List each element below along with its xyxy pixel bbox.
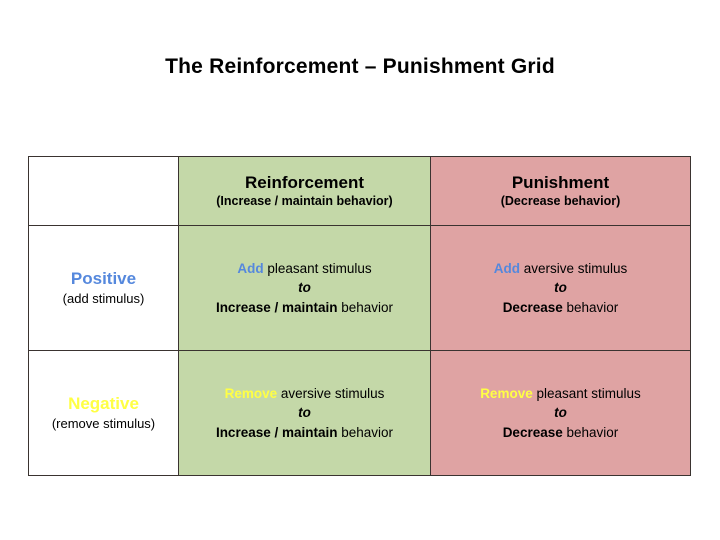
reinforcement-punishment-grid: Reinforcement (Increase / maintain behav… <box>28 156 691 476</box>
row-header-positive-label: Positive <box>70 269 137 289</box>
cell-positive-punishment-effect: Decrease <box>502 299 563 315</box>
cell-negative-punishment-text: Remove pleasant stimulus to Decrease beh… <box>431 384 690 443</box>
row-header-negative-sublabel: (remove stimulus) <box>51 415 156 431</box>
row-header-positive: Positive (add stimulus) <box>28 225 179 351</box>
cell-positive-reinforcement-text: Add pleasant stimulus to Increase / main… <box>179 259 430 318</box>
cell-negative-reinforcement-action: Remove <box>224 385 278 401</box>
cell-positive-reinforcement-action: Add <box>237 260 264 276</box>
cell-positive-punishment-action: Add <box>493 260 520 276</box>
matrix-table: Reinforcement (Increase / maintain behav… <box>28 156 691 476</box>
row-header-negative-label: Negative <box>68 394 139 414</box>
cell-negative-punishment-action: Remove <box>480 385 533 401</box>
cell-negative-punishment: Remove pleasant stimulus to Decrease beh… <box>430 350 691 476</box>
cell-negative-reinforcement-object: aversive stimulus <box>280 385 385 401</box>
cell-negative-punishment-connector: to <box>554 405 567 421</box>
cell-positive-punishment-object: aversive stimulus <box>523 260 628 276</box>
cell-positive-reinforcement: Add pleasant stimulus to Increase / main… <box>178 225 431 351</box>
column-header-punishment: Punishment (Decrease behavior) <box>430 156 691 226</box>
column-header-punishment-title: Punishment <box>511 173 610 193</box>
cell-negative-reinforcement-connector: to <box>298 405 311 421</box>
cell-negative-reinforcement: Remove aversive stimulus to Increase / m… <box>178 350 431 476</box>
cell-negative-punishment-object: pleasant stimulus <box>536 385 641 401</box>
row-header-positive-sublabel: (add stimulus) <box>62 290 145 306</box>
corner-blank-cell <box>28 156 179 226</box>
cell-positive-reinforcement-effect-tail: behavior <box>341 299 394 315</box>
cell-negative-reinforcement-text: Remove aversive stimulus to Increase / m… <box>179 384 430 443</box>
cell-positive-reinforcement-object: pleasant stimulus <box>267 260 372 276</box>
cell-positive-reinforcement-connector: to <box>298 280 311 296</box>
table-row-positive: Positive (add stimulus) Add pleasant sti… <box>28 225 691 351</box>
table-row-headers: Reinforcement (Increase / maintain behav… <box>28 156 691 226</box>
column-header-reinforcement-title: Reinforcement <box>244 173 365 193</box>
row-header-negative: Negative (remove stimulus) <box>28 350 179 476</box>
table-row-negative: Negative (remove stimulus) Remove aversi… <box>28 350 691 476</box>
column-header-reinforcement: Reinforcement (Increase / maintain behav… <box>178 156 431 226</box>
cell-negative-reinforcement-effect-tail: behavior <box>341 424 394 440</box>
column-header-punishment-subtitle: (Decrease behavior) <box>500 193 621 208</box>
cell-positive-punishment-text: Add aversive stimulus to Decrease behavi… <box>431 259 690 318</box>
cell-positive-punishment: Add aversive stimulus to Decrease behavi… <box>430 225 691 351</box>
cell-positive-punishment-connector: to <box>554 280 567 296</box>
column-header-reinforcement-subtitle: (Increase / maintain behavior) <box>216 193 393 208</box>
cell-negative-punishment-effect-tail: behavior <box>566 424 619 440</box>
cell-negative-punishment-effect: Decrease <box>502 424 563 440</box>
cell-negative-reinforcement-effect: Increase / maintain <box>215 424 338 440</box>
cell-positive-reinforcement-effect: Increase / maintain <box>215 299 338 315</box>
page-title: The Reinforcement – Punishment Grid <box>165 55 555 78</box>
cell-positive-punishment-effect-tail: behavior <box>566 299 619 315</box>
